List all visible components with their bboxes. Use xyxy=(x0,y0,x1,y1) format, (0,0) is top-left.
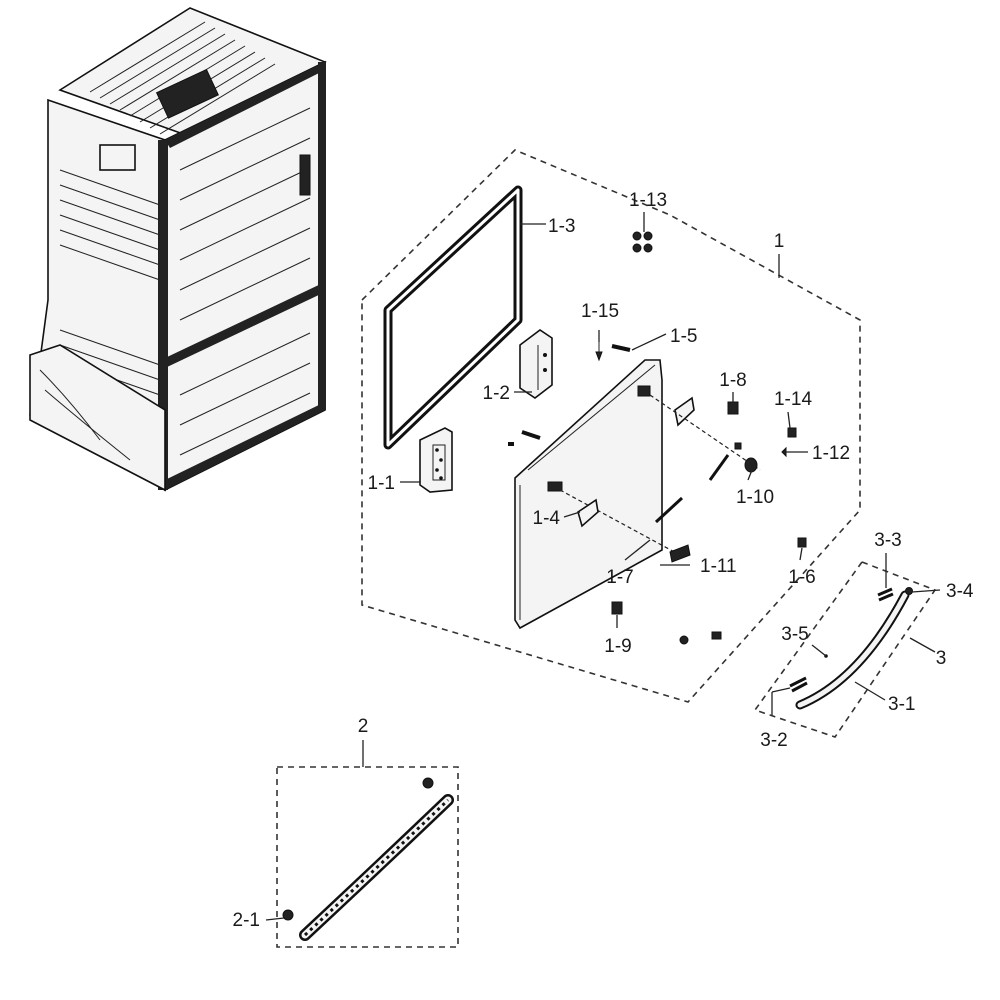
group-2-boundary xyxy=(276,766,459,948)
callout-3-5: 3-5 xyxy=(781,624,808,645)
callout-2: 2 xyxy=(358,716,369,737)
callout-1-2: 1-2 xyxy=(483,383,510,404)
callout-1-5: 1-5 xyxy=(670,326,697,347)
refrigerator-cabinet xyxy=(29,7,327,492)
callout-1: 1 xyxy=(774,231,785,252)
callout-1-11: 1-11 xyxy=(700,556,737,577)
callout-1-9: 1-9 xyxy=(604,636,631,657)
door-assembly-group: 1 1-1 1-2 1-3 1-4 1-5 1-6 1-7 1-8 1-9 1-… xyxy=(361,149,861,703)
callout-1-7: 1-7 xyxy=(606,567,633,588)
callout-1-3: 1-3 xyxy=(548,216,575,237)
callout-1-4: 1-4 xyxy=(533,508,561,529)
callout-1-6: 1-6 xyxy=(788,567,815,588)
callout-2-1: 2-1 xyxy=(233,910,260,931)
group-1-leaders xyxy=(400,212,808,628)
callout-3-4: 3-4 xyxy=(946,581,974,602)
group-1-boundary xyxy=(361,149,861,703)
callout-1-10: 1-10 xyxy=(736,487,774,508)
freezer-drawer-front-part xyxy=(514,359,663,630)
callout-3-2: 3-2 xyxy=(760,730,787,751)
callout-3: 3 xyxy=(936,648,947,669)
callout-1-15: 1-15 xyxy=(581,301,619,322)
group-3-boundary xyxy=(753,561,937,738)
callout-1-8: 1-8 xyxy=(719,370,746,391)
trim-assembly-group: 2 2-1 xyxy=(233,716,459,948)
door-gasket-part xyxy=(383,185,523,450)
lower-hinge-part xyxy=(419,427,453,493)
callout-1-14: 1-14 xyxy=(774,389,812,410)
screws-1-13-part xyxy=(632,231,653,253)
callout-1-1: 1-1 xyxy=(368,473,395,494)
callout-1-12: 1-12 xyxy=(812,443,850,464)
callout-3-3: 3-3 xyxy=(874,530,901,551)
handle-end-cap-top xyxy=(877,587,894,602)
handle-assembly-group: 3 3-1 3-2 3-3 3-4 3-5 xyxy=(753,530,974,751)
callout-3-1: 3-1 xyxy=(888,694,915,715)
callout-1-13: 1-13 xyxy=(629,190,667,211)
handle-end-cap-bottom xyxy=(789,676,808,693)
upper-hinge-part xyxy=(519,329,553,399)
